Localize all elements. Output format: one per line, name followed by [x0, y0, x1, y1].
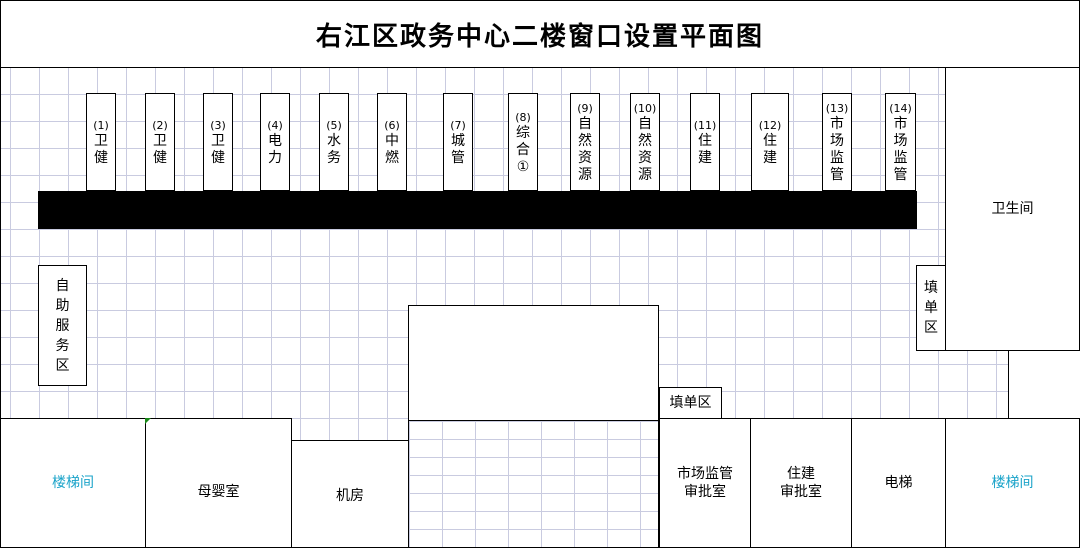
service-window-11: (11) 住建	[690, 93, 720, 191]
fill-form-label: 填单区	[924, 280, 938, 336]
window-number: (2)	[152, 119, 168, 132]
fill-form-label: 填单区	[669, 395, 712, 411]
window-number: (10)	[633, 102, 657, 115]
window-name: 自然资源	[578, 116, 592, 183]
window-name: 电力	[268, 133, 282, 166]
elevator: 电梯	[851, 418, 946, 548]
service-counter	[38, 191, 917, 229]
window-number: (5)	[326, 119, 342, 132]
elevator-label: 电梯	[884, 475, 913, 491]
window-name: 城管	[451, 133, 465, 166]
window-name: 卫健	[153, 133, 167, 166]
service-window-4: (4) 电力	[260, 93, 290, 191]
housing-approval-label-2: 审批室	[780, 484, 822, 500]
window-number: (7)	[450, 119, 466, 132]
window-number: (8)	[515, 110, 531, 124]
stairwell-label: 楼梯间	[991, 475, 1034, 491]
window-number: (6)	[384, 119, 400, 132]
window-name: 住建	[698, 133, 712, 166]
housing-approval-room: 住建 审批室	[750, 418, 852, 548]
window-name: 市场监管	[893, 116, 908, 183]
service-window-10: (10) 自然资源	[630, 93, 660, 191]
machine-room: 机房	[291, 440, 409, 548]
window-name: 住建	[763, 133, 777, 166]
window-number: (12)	[758, 119, 782, 132]
service-window-2: (2) 卫健	[145, 93, 175, 191]
self-service-area: 自助服务区	[38, 265, 87, 386]
service-window-8: (8) 综合①	[508, 93, 538, 191]
window-number: (3)	[210, 119, 226, 132]
title-bar	[0, 0, 1080, 68]
service-window-5: (5) 水务	[319, 93, 349, 191]
service-window-12: (12) 住建	[751, 93, 789, 191]
window-number: (1)	[93, 119, 109, 132]
window-name: 卫健	[211, 133, 225, 166]
fill-form-area-center: 填单区	[659, 387, 722, 419]
stairwell-right: 楼梯间	[945, 418, 1080, 548]
service-window-7: (7) 城管	[443, 93, 473, 191]
fill-form-area-right: 填单区	[916, 265, 946, 351]
window-number: (14)	[889, 102, 912, 115]
service-window-3: (3) 卫健	[203, 93, 233, 191]
window-number: (4)	[267, 119, 283, 132]
restroom: 卫生间	[945, 67, 1080, 351]
self-service-label: 自助服务区	[55, 277, 70, 374]
service-window-1: (1) 卫健	[86, 93, 116, 191]
window-name: 自然资源	[638, 116, 652, 183]
window-name: 卫健	[94, 133, 108, 166]
window-name: 综合①	[516, 124, 530, 175]
machine-room-label: 机房	[336, 488, 364, 504]
restroom-label: 卫生间	[991, 201, 1034, 217]
market-approval-room: 市场监管 审批室	[659, 418, 751, 548]
housing-approval-label: 住建	[787, 466, 815, 482]
mother-baby-label: 母婴室	[197, 484, 240, 500]
window-number: (13)	[825, 102, 849, 115]
service-window-14: (14) 市场监管	[885, 93, 916, 191]
window-number: (11)	[693, 119, 717, 132]
door-marker	[145, 418, 151, 424]
window-name: 市场监管	[830, 116, 844, 183]
window-name: 水务	[327, 133, 341, 166]
service-window-13: (13) 市场监管	[822, 93, 852, 191]
stairwell-label: 楼梯间	[52, 475, 94, 491]
market-approval-label: 市场监管	[677, 466, 733, 482]
mother-baby-room: 母婴室	[145, 418, 292, 548]
window-number: (9)	[577, 102, 593, 115]
service-window-6: (6) 中燃	[377, 93, 407, 191]
stairwell-left: 楼梯间	[0, 418, 146, 548]
window-name: 中燃	[385, 133, 399, 166]
restroom-corridor	[1008, 350, 1080, 420]
page-title: 右江区政务中心二楼窗口设置平面图	[315, 21, 764, 52]
staircase	[408, 420, 659, 548]
market-approval-label-2: 审批室	[684, 484, 726, 500]
service-window-9: (9) 自然资源	[570, 93, 600, 191]
